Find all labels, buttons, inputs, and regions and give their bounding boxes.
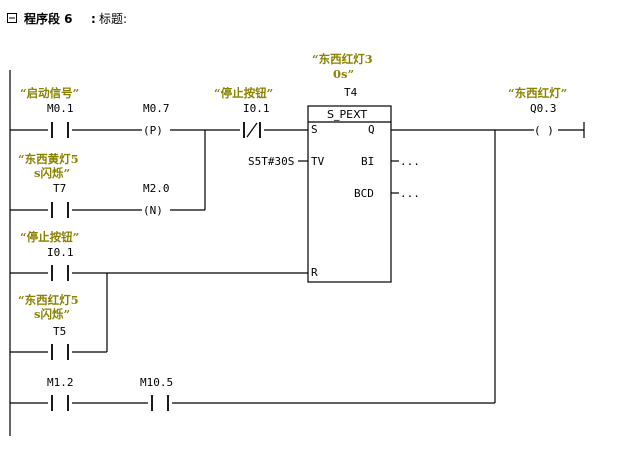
reset-branch-wires — [10, 272, 308, 353]
ew-red-blink-contact[interactable]: “东西红灯5 s闪烁” T5 — [18, 293, 79, 360]
last-rung-wires — [10, 130, 496, 404]
ew-yellow-blink-contact[interactable]: “东西黄灯5 s闪烁” T7 — [18, 152, 79, 218]
ew-yellow-symbol-line1: “东西黄灯5 — [18, 152, 79, 166]
m10-5-address: M10.5 — [140, 376, 173, 389]
timer-pin-bcd: BCD — [354, 187, 374, 200]
ew-red-light-coil[interactable]: “东西红灯” Q0.3 ( ) — [508, 86, 567, 137]
m10-5-contact[interactable]: M10.5 — [140, 376, 173, 411]
network-colon: : — [91, 12, 96, 26]
positive-edge-coil[interactable]: M0.7 (P) — [143, 102, 170, 137]
reset-stop-address: I0.1 — [47, 246, 74, 259]
m1-2-address: M1.2 — [47, 376, 74, 389]
timer-bcd-output[interactable]: ... — [400, 187, 420, 200]
ew-red-blink-symbol-line1: “东西红灯5 — [18, 293, 79, 307]
timer-tv-value[interactable]: S5T#30S — [248, 155, 294, 168]
neg-edge-label: (N) — [143, 204, 163, 217]
timer-block-s-pext[interactable]: “东西红灯3 0s” T4 S_PEXT S Q TV BI BCD R — [307, 52, 392, 283]
output-coil-label: ( ) — [534, 124, 554, 137]
timer-pin-tv: TV — [311, 155, 325, 168]
output-address: Q0.3 — [530, 102, 557, 115]
ew-yellow-address: T7 — [53, 182, 66, 195]
timer-pin-r: R — [311, 266, 318, 279]
pos-edge-address: M0.7 — [143, 102, 170, 115]
network-title: 程序段 6 — [24, 11, 73, 26]
ew-yellow-symbol-line2: s闪烁” — [34, 166, 70, 180]
m1-2-contact[interactable]: M1.2 — [47, 376, 74, 411]
output-symbol: “东西红灯” — [508, 86, 567, 100]
network-header: 程序段 6 : 标题: — [7, 11, 127, 26]
pos-edge-label: (P) — [143, 124, 163, 137]
ew-red-blink-symbol-line2: s闪烁” — [34, 307, 70, 321]
timer-type: S_PEXT — [327, 108, 367, 121]
timer-symbol-line2: 0s” — [333, 67, 354, 81]
start-signal-symbol: “启动信号” — [20, 86, 79, 100]
ew-red-blink-address: T5 — [53, 325, 66, 338]
timer-pin-q: Q — [368, 123, 375, 136]
stop-button-reset-contact[interactable]: “停止按钮” I0.1 — [20, 230, 79, 281]
stop-button-nc-contact[interactable]: “停止按钮” I0.1 — [214, 86, 273, 138]
collapse-box-icon[interactable] — [7, 13, 17, 23]
neg-edge-address: M2.0 — [143, 182, 170, 195]
reset-stop-symbol: “停止按钮” — [20, 230, 79, 244]
network-comment[interactable]: 标题: — [99, 12, 127, 26]
start-signal-contact[interactable]: “启动信号” M0.1 — [20, 86, 79, 138]
stop-button-symbol: “停止按钮” — [214, 86, 273, 100]
timer-pin-bi: BI — [361, 155, 374, 168]
timer-address: T4 — [344, 86, 358, 99]
timer-symbol-line1: “东西红灯3 — [312, 52, 373, 66]
stop-button-address: I0.1 — [243, 102, 270, 115]
rung-1-wires — [10, 129, 308, 211]
timer-bi-output[interactable]: ... — [400, 155, 420, 168]
timer-pin-s: S — [311, 123, 318, 136]
negative-edge-coil[interactable]: M2.0 (N) — [143, 182, 170, 217]
start-signal-address: M0.1 — [47, 102, 74, 115]
